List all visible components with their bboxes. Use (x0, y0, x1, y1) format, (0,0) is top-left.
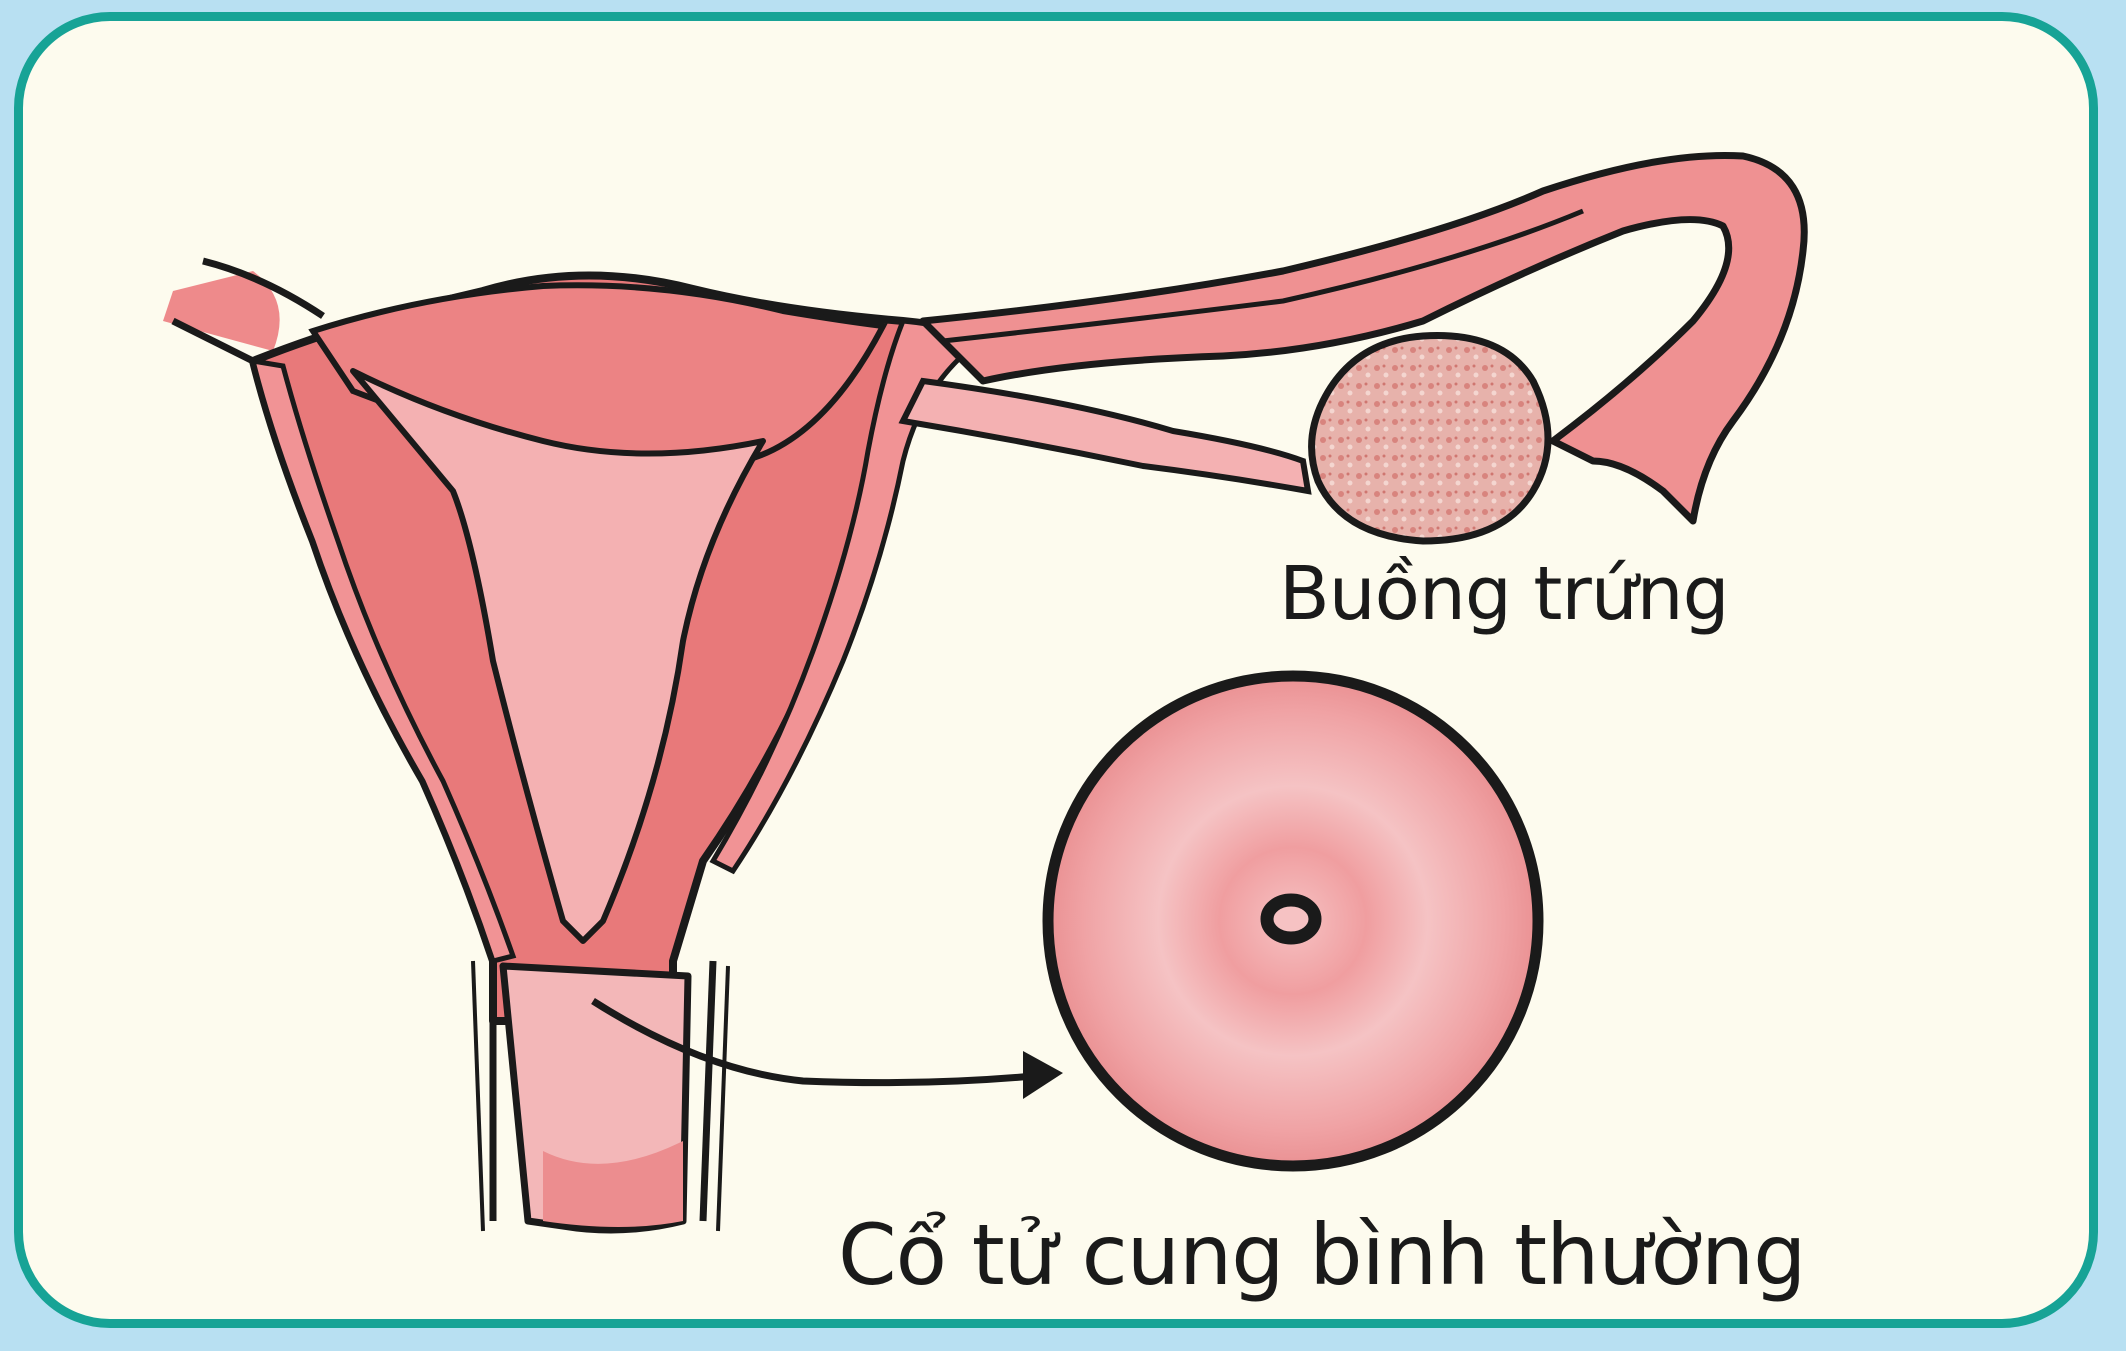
cervix-cross-section-icon (1048, 676, 1538, 1166)
cervix-canal (473, 961, 728, 1231)
uterus-icon (253, 275, 983, 1021)
ovary-label: Buồng trứng (1279, 551, 1729, 637)
ovary-icon (1312, 336, 1548, 541)
diagram-panel: Buồng trứng Cổ tử cung bình thường (14, 12, 2098, 1328)
cervix-label: Cổ tử cung bình thường (838, 1206, 1806, 1304)
illustration-canvas (23, 21, 2098, 1328)
